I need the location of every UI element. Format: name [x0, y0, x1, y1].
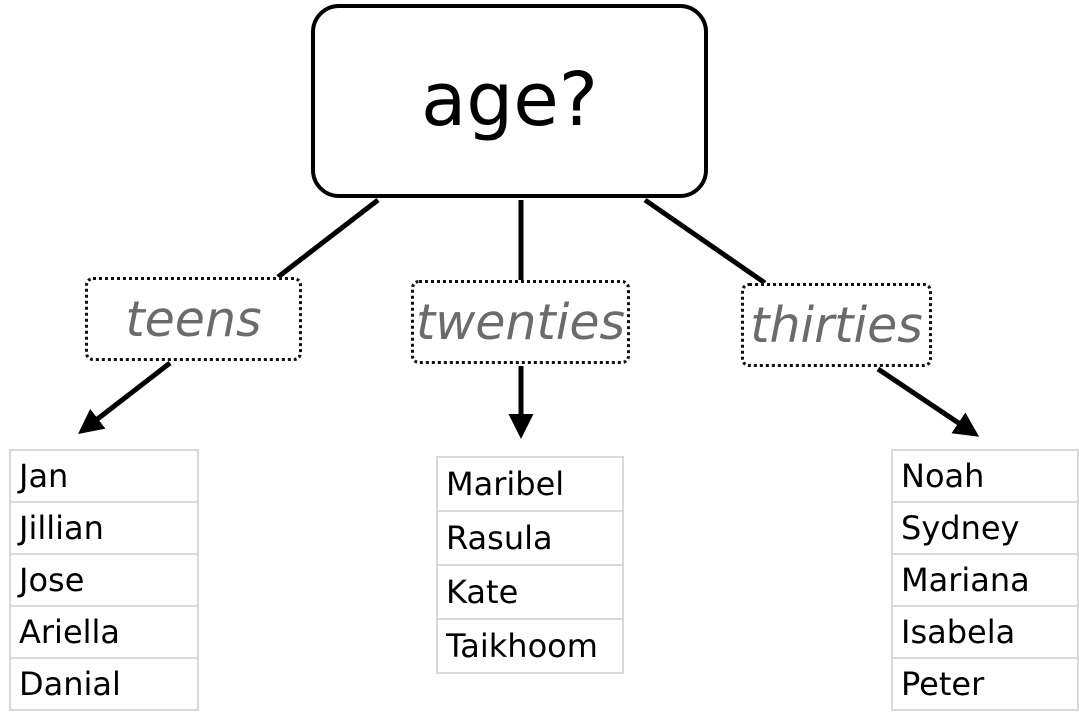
table-row: Maribel: [436, 456, 624, 512]
name-cell: Jillian: [9, 501, 199, 555]
name-cell: Rasula: [436, 510, 624, 566]
branch-label-thirties: thirties: [750, 296, 923, 354]
root-to-teens-line: [276, 198, 380, 279]
table-row: Peter: [891, 657, 1079, 711]
branch-label-teens: teens: [125, 290, 262, 348]
teens-to-table-arrow: [78, 361, 172, 435]
root-label: age?: [420, 57, 599, 143]
table-row: Taikhoom: [436, 618, 624, 674]
name-cell: Noah: [891, 449, 1079, 503]
name-cell: Danial: [9, 657, 199, 711]
name-cell: Maribel: [436, 456, 624, 512]
thirties-name-table: Noah Sydney Mariana Isabela Peter: [891, 449, 1079, 711]
table-row: Danial: [9, 657, 199, 711]
name-cell: Ariella: [9, 605, 199, 659]
table-row: Kate: [436, 564, 624, 620]
table-row: Mariana: [891, 553, 1079, 607]
teens-name-table: Jan Jillian Jose Ariella Danial: [9, 449, 199, 711]
table-row: Jillian: [9, 501, 199, 555]
root-to-thirties-line: [643, 197, 767, 286]
name-cell: Peter: [891, 657, 1079, 711]
table-row: Jan: [9, 449, 199, 503]
root-node: age?: [311, 4, 708, 198]
branch-label-twenties: twenties: [416, 293, 625, 351]
table-row: Rasula: [436, 510, 624, 566]
name-cell: Jan: [9, 449, 199, 503]
thirties-to-table-arrow: [876, 366, 980, 437]
name-cell: Isabela: [891, 605, 1079, 659]
name-cell: Taikhoom: [436, 618, 624, 674]
branch-thirties: thirties: [741, 283, 932, 367]
table-row: Isabela: [891, 605, 1079, 659]
table-row: Noah: [891, 449, 1079, 503]
name-cell: Kate: [436, 564, 624, 620]
branch-teens: teens: [85, 277, 302, 361]
table-row: Ariella: [9, 605, 199, 659]
branch-twenties: twenties: [411, 280, 630, 364]
table-row: Sydney: [891, 501, 1079, 555]
twenties-name-table: Maribel Rasula Kate Taikhoom: [436, 456, 624, 674]
name-cell: Jose: [9, 553, 199, 607]
name-cell: Mariana: [891, 553, 1079, 607]
table-row: Jose: [9, 553, 199, 607]
name-cell: Sydney: [891, 501, 1079, 555]
